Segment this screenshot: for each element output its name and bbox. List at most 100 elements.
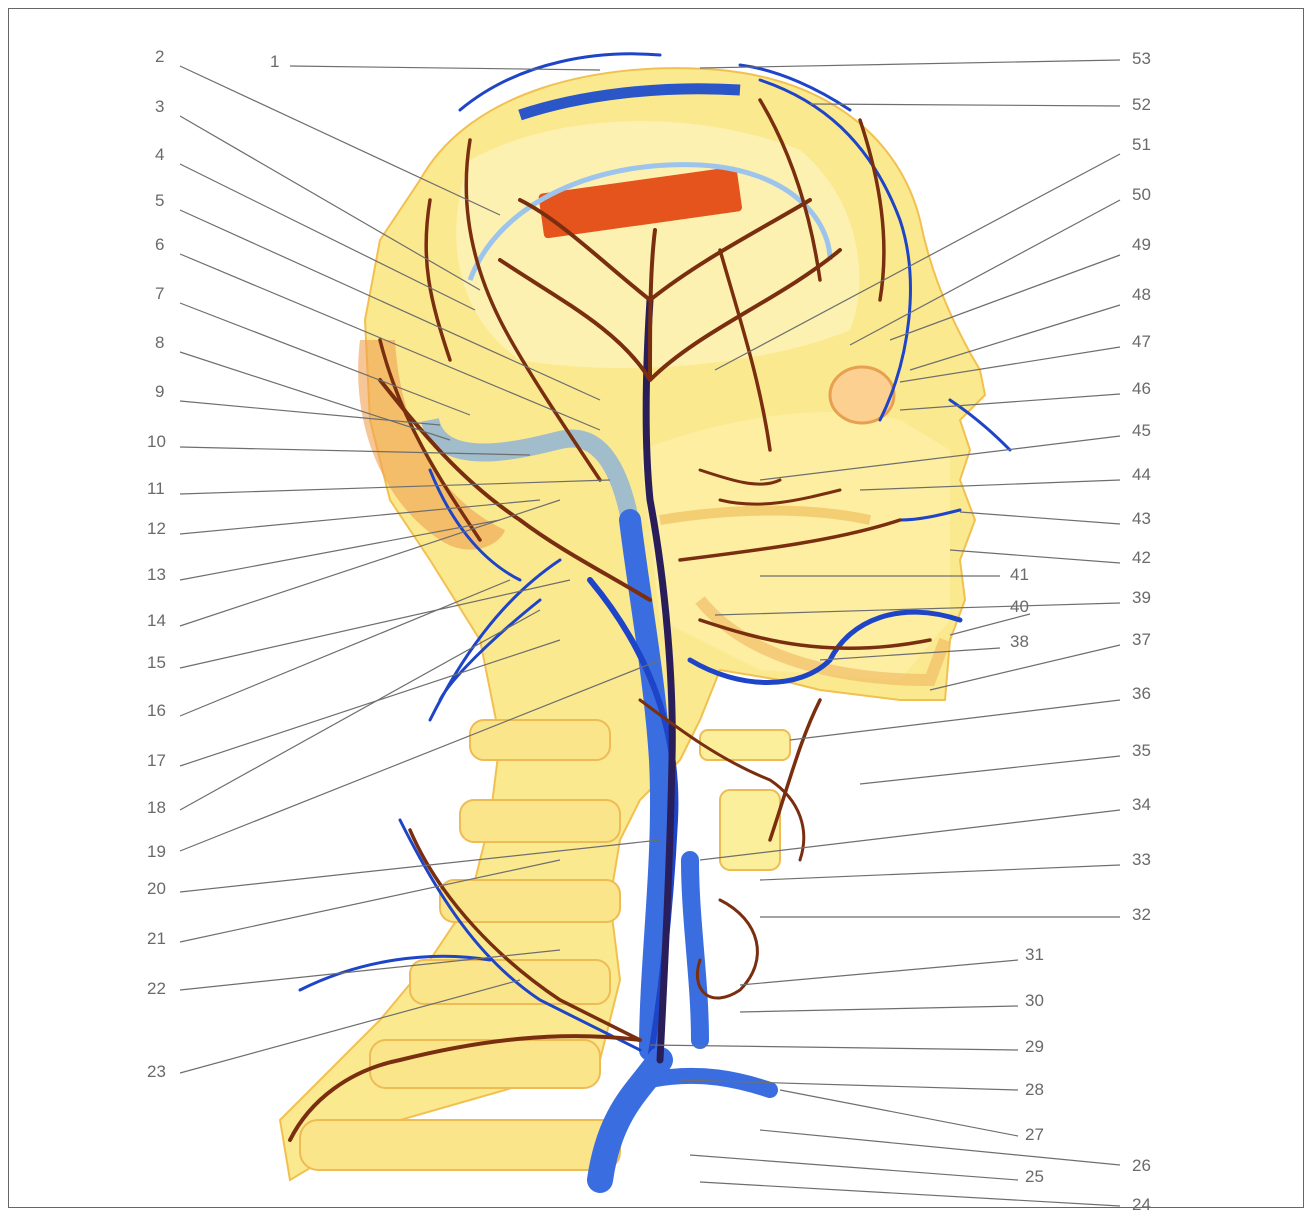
- right-leader-42: [949, 549, 1121, 564]
- right-label-25: 25: [1025, 1167, 1044, 1186]
- left-leader-11: [179, 479, 611, 495]
- right-label-53: 53: [1132, 49, 1151, 68]
- left-label-1: 1: [270, 52, 279, 71]
- cervical-vertebrae: [299, 719, 621, 1171]
- cranium-highlight: [456, 121, 860, 369]
- left-label-17: 17: [147, 751, 166, 770]
- right-label-41: 41: [1010, 565, 1029, 584]
- right-label-33: 33: [1132, 850, 1151, 869]
- right-label-28: 28: [1025, 1080, 1044, 1099]
- thyroid-artery: [695, 898, 759, 1000]
- right-label-47: 47: [1132, 332, 1151, 351]
- right-leader-44: [859, 479, 1121, 491]
- internal-jugular-vein: [619, 509, 672, 1061]
- number-labels: 1234567891011121314151617181920212223535…: [147, 47, 1151, 1214]
- right-leader-27: [779, 1089, 1019, 1137]
- right-leader-45: [759, 435, 1121, 481]
- left-label-18: 18: [147, 798, 166, 817]
- left-label-9: 9: [155, 382, 164, 401]
- leader-lines: [179, 59, 1121, 1207]
- occipital-veins: [428, 468, 562, 722]
- right-label-27: 27: [1025, 1125, 1044, 1144]
- right-leader-48: [909, 304, 1121, 371]
- right-label-36: 36: [1132, 684, 1151, 703]
- right-label-39: 39: [1132, 588, 1151, 607]
- right-leader-30: [739, 1005, 1019, 1013]
- left-leader-1: [289, 65, 601, 71]
- anterior-jugular: [681, 851, 709, 1049]
- right-label-40: 40: [1010, 597, 1029, 616]
- right-label-51: 51: [1132, 135, 1151, 154]
- right-label-45: 45: [1132, 421, 1151, 440]
- left-label-2: 2: [155, 47, 164, 66]
- left-label-23: 23: [147, 1062, 166, 1081]
- transverse-sinus: [421, 417, 639, 522]
- left-label-22: 22: [147, 979, 166, 998]
- left-leader-17: [179, 639, 561, 767]
- right-leader-25: [689, 1154, 1019, 1181]
- right-label-24: 24: [1132, 1195, 1151, 1214]
- left-leader-5: [179, 209, 601, 401]
- sinus-band: [518, 83, 741, 121]
- left-label-12: 12: [147, 519, 166, 538]
- left-leader-18: [179, 609, 541, 811]
- subclavian-artery: [288, 1034, 642, 1142]
- external-jugular-vein: [587, 577, 679, 1063]
- right-leader-33: [759, 864, 1121, 881]
- right-leader-43: [959, 511, 1121, 525]
- left-label-15: 15: [147, 653, 166, 672]
- superficial-temporal-artery: [498, 198, 842, 382]
- left-label-8: 8: [155, 333, 164, 352]
- right-label-37: 37: [1132, 630, 1151, 649]
- left-leader-4: [179, 163, 476, 311]
- left-label-21: 21: [147, 929, 166, 948]
- right-label-46: 46: [1132, 379, 1151, 398]
- right-label-38: 38: [1010, 632, 1029, 651]
- left-leader-14: [179, 499, 561, 627]
- facial-artery: [678, 518, 932, 842]
- left-label-3: 3: [155, 97, 164, 116]
- left-leader-8: [179, 351, 451, 441]
- left-label-19: 19: [147, 842, 166, 861]
- neck-vein-branch: [398, 818, 642, 1052]
- right-leader-49: [889, 254, 1121, 341]
- veins: [298, 52, 1012, 1193]
- left-leader-15: [179, 579, 571, 669]
- right-label-30: 30: [1025, 991, 1044, 1010]
- left-leader-20: [179, 839, 661, 893]
- left-leader-3: [179, 115, 481, 291]
- figure-frame: [8, 8, 1304, 1208]
- right-leader-46: [899, 393, 1121, 411]
- left-leader-6: [179, 253, 601, 431]
- left-label-20: 20: [147, 879, 166, 898]
- left-label-11: 11: [147, 479, 165, 498]
- right-leader-37: [929, 644, 1121, 691]
- right-leader-26: [759, 1129, 1121, 1166]
- right-label-34: 34: [1132, 795, 1151, 814]
- right-leader-39: [714, 602, 1121, 616]
- occipital-muscle: [358, 340, 505, 550]
- zygomatic-arch: [659, 505, 872, 525]
- right-label-31: 31: [1025, 945, 1044, 964]
- left-label-14: 14: [147, 611, 166, 630]
- facial-vein: [687, 609, 963, 685]
- right-label-26: 26: [1132, 1156, 1151, 1175]
- left-label-10: 10: [147, 432, 166, 451]
- left-label-13: 13: [147, 565, 166, 584]
- left-leader-19: [179, 659, 661, 852]
- right-label-35: 35: [1132, 741, 1151, 760]
- left-leader-21: [179, 859, 561, 943]
- muscle-fragment: [538, 166, 742, 239]
- right-leader-50: [849, 199, 1121, 346]
- transverse-cervical: [298, 954, 492, 992]
- left-leader-10: [179, 446, 531, 456]
- frontal-arteries: [718, 98, 886, 452]
- right-label-29: 29: [1025, 1037, 1044, 1056]
- lingual-artery: [638, 698, 806, 862]
- right-leader-53: [699, 59, 1121, 69]
- brachiocephalic-vein: [587, 1047, 673, 1193]
- left-label-4: 4: [155, 145, 164, 164]
- right-leader-51: [714, 153, 1121, 371]
- mandible: [695, 596, 951, 687]
- left-leader-16: [179, 579, 511, 717]
